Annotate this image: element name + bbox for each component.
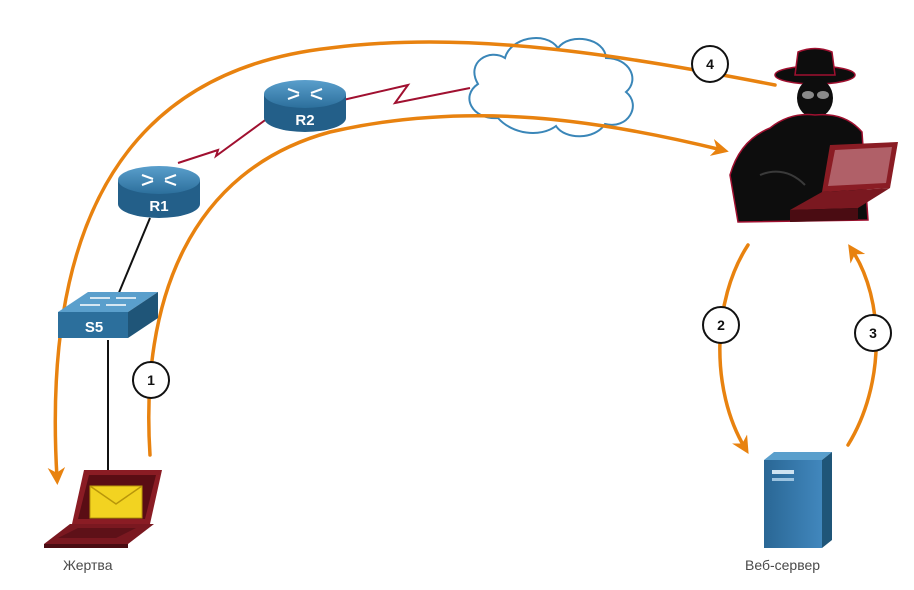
arrow-step-1	[147, 113, 729, 457]
switch-s5-icon: S5	[58, 292, 158, 338]
victim-label: Жертва	[63, 557, 113, 573]
step-2-badge: 2	[702, 306, 740, 344]
router-r1-icon: R1	[118, 166, 200, 218]
hacker-icon	[729, 47, 898, 223]
switch-s5-label: S5	[85, 319, 103, 336]
switch-to-r1-link	[117, 217, 151, 296]
router-r2-icon: R2	[264, 80, 346, 132]
step-3-badge: 3	[854, 314, 892, 352]
envelope-icon	[89, 485, 143, 519]
step-1-badge: 1	[132, 361, 170, 399]
network-links	[107, 83, 471, 470]
arrow-step-4	[47, 40, 777, 485]
arrow-step-2	[718, 243, 750, 454]
router-r2-label: R2	[295, 112, 314, 129]
victim-laptop-icon	[44, 470, 162, 548]
cloud-icon	[468, 37, 634, 138]
router-r1-label: R1	[149, 198, 168, 215]
server-icon	[764, 452, 832, 548]
web-server-label: Веб-сервер	[745, 557, 821, 573]
r1-to-r2-serial-link	[177, 117, 269, 164]
r2-to-cloud-serial-link	[342, 83, 471, 105]
step-4-badge: 4	[691, 45, 729, 83]
attack-flow-arrows	[47, 40, 878, 485]
